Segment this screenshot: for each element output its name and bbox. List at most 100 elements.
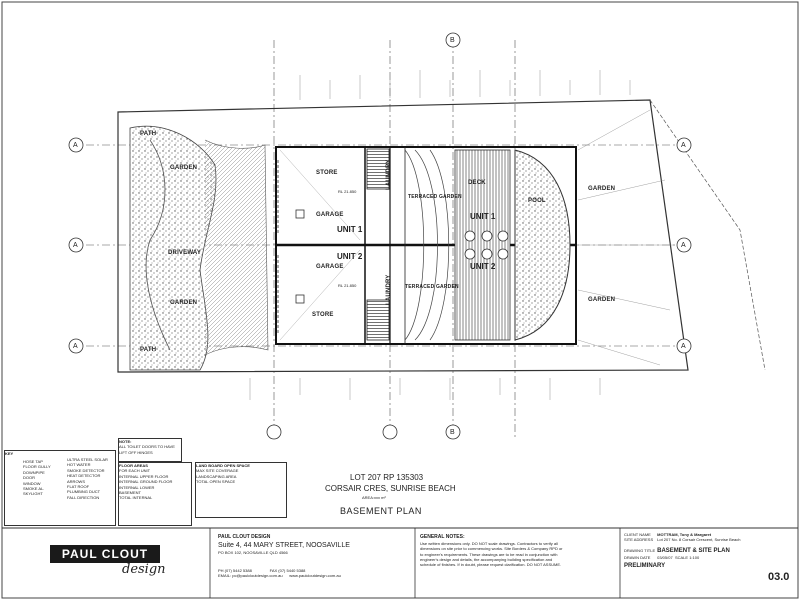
floor-areas-table: FLOOR AREAS FOR EACH UNIT INTERNAL UPPER… bbox=[118, 462, 192, 526]
general-notes-line: engineer's design and details, the accom… bbox=[420, 556, 553, 562]
firm-logo: PAUL CLOUT bbox=[50, 545, 160, 563]
firm-logo-script: design bbox=[122, 562, 166, 577]
key-item: HOT WATER bbox=[67, 462, 91, 468]
room-garage-1: GARAGE bbox=[316, 212, 344, 218]
key-item: HOSE TAP bbox=[23, 459, 43, 464]
floor-area-row: TOTAL INTERNAL bbox=[119, 495, 153, 501]
key-item: DOWNPIPE bbox=[23, 469, 45, 475]
grid-label-a6: A bbox=[681, 343, 686, 350]
driveway-area bbox=[129, 125, 217, 371]
grid-label-a1: A bbox=[73, 142, 78, 149]
general-notes-title: GENERAL NOTES: bbox=[420, 534, 465, 540]
room-garden-left-top: GARDEN bbox=[170, 165, 198, 171]
room-path-top: PATH bbox=[140, 131, 157, 137]
floor-areas-subtitle: FOR EACH UNIT bbox=[119, 468, 151, 474]
stair-bottom bbox=[366, 299, 390, 341]
floor-areas-title: FLOOR AREAS bbox=[119, 463, 148, 468]
room-pool: POOL bbox=[528, 198, 546, 204]
key-item: ULTRA STEEL SOLAR bbox=[67, 457, 108, 462]
floor-area-row: INTERNAL LOWER bbox=[119, 484, 155, 490]
room-garden-right-bottom: GARDEN bbox=[588, 297, 616, 303]
key-item: FLOOR GULLY bbox=[23, 464, 51, 470]
general-notes-line: schedule of finishes. If in doubt, pleas… bbox=[420, 562, 562, 568]
grid-bubbles bbox=[68, 32, 692, 440]
room-laundry-2: LAUNDRY bbox=[386, 274, 392, 305]
firm-title: PAUL CLOUT DESIGN bbox=[218, 534, 271, 540]
key-item: SKYLIGHT bbox=[23, 491, 43, 497]
room-laundry-1: LAUNDRY bbox=[386, 159, 392, 190]
room-rl-1: RL 21.850 bbox=[338, 189, 357, 194]
general-notes-line: to engineer's requirements. These drawin… bbox=[420, 551, 558, 557]
grid-label-b-bottom: B bbox=[450, 429, 455, 436]
room-unit-2: UNIT 2 bbox=[337, 252, 363, 261]
pool bbox=[514, 149, 571, 341]
general-notes-line: dimensions on site prior to commencing w… bbox=[420, 546, 563, 552]
site-label: SITE ADDRESS bbox=[624, 537, 654, 543]
key-item: FLAT ROOF bbox=[67, 483, 90, 489]
room-unit-2-deck: UNIT 2 bbox=[470, 262, 496, 271]
key-item: WINDOW bbox=[23, 480, 41, 486]
grid-label-a4: A bbox=[681, 142, 686, 149]
firm-fax: FAX (07) 5440 5388 bbox=[269, 567, 306, 573]
room-garage-2: GARAGE bbox=[316, 264, 344, 270]
sheet-number: 03.0 bbox=[768, 571, 790, 583]
status-label: PRELIMINARY bbox=[624, 563, 666, 570]
scale-label: SCALE bbox=[674, 554, 689, 560]
room-garden-right-top: GARDEN bbox=[588, 186, 616, 192]
key-item: FALL DIRECTION bbox=[67, 494, 100, 500]
room-store-1: STORE bbox=[316, 170, 338, 176]
land-board-table: LAND BOARD OPEN SPACE MAX SITE COVERAGE … bbox=[195, 462, 287, 518]
note-line-1: ALL TOILET DOORS TO HAVE bbox=[119, 444, 175, 450]
key-legend: KEY HOSE TAP FLOOR GULLY DOWNPIPE DOOR W… bbox=[4, 450, 116, 526]
floor-area-row: BASEMENT bbox=[119, 489, 142, 495]
land-board-row: TOTAL OPEN SPACE bbox=[196, 479, 236, 485]
note-title: NOTE: bbox=[119, 439, 132, 444]
room-store-2: STORE bbox=[312, 312, 334, 318]
firm-phone: PH (07) 5442 5388 bbox=[218, 567, 252, 573]
drawing-label: DRAWING TITLE bbox=[624, 547, 656, 553]
key-item: HEAT DETECTOR bbox=[67, 473, 101, 479]
firm-address-block: PAUL CLOUT DESIGN Suite 4, 44 MARY STREE… bbox=[218, 534, 408, 594]
room-garden-left-bottom: GARDEN bbox=[170, 300, 198, 306]
stair-top bbox=[366, 148, 390, 190]
firm-address: Suite 4, 44 MARY STREET, NOOSAVILLE bbox=[218, 541, 350, 549]
grid-label-b-top: B bbox=[450, 37, 455, 44]
general-notes-line: Use written dimensions only. DO NOT scal… bbox=[420, 540, 558, 546]
key-item: SMOKE AL. bbox=[23, 485, 45, 491]
general-notes: GENERAL NOTES: Use written dimensions on… bbox=[420, 534, 616, 594]
grid-label-a5: A bbox=[681, 242, 686, 249]
firm-po: PO BOX 102, NOOSAVILLE QLD 4566 bbox=[218, 550, 288, 556]
drawing-value: BASEMENT & SITE PLAN bbox=[657, 547, 730, 554]
land-board-row: MAX SITE COVERAGE bbox=[196, 468, 239, 474]
date-value: 03/05/07 bbox=[657, 554, 673, 560]
note-line-2: LIFT OFF HINGES bbox=[119, 449, 153, 455]
contour-lines bbox=[249, 70, 631, 400]
room-driveway: DRIVEWAY bbox=[168, 250, 202, 256]
title-block: CLIENT NAME MOTTRAM, Tony & Margaret SIT… bbox=[624, 532, 796, 596]
firm-web: www.paulcloutdesign.com.au bbox=[289, 572, 341, 578]
site-boundary bbox=[117, 99, 689, 373]
client-value: MOTTRAM, Tony & Margaret bbox=[657, 532, 712, 537]
room-rl-2: RL 21.850 bbox=[338, 283, 357, 288]
key-title: KEY bbox=[5, 451, 14, 456]
scale-value: 1:100 bbox=[689, 554, 700, 560]
lot-title: LOT 207 RP 135303 bbox=[350, 473, 424, 482]
key-item: DOOR bbox=[23, 475, 35, 481]
land-board-title: LAND BOARD OPEN SPACE bbox=[196, 463, 250, 468]
room-unit-1-deck: UNIT 1 bbox=[470, 212, 496, 221]
grid-label-a2: A bbox=[73, 242, 78, 249]
site-value: Lot 207 No. 8 Corsair Crescent, Sunrise … bbox=[657, 537, 741, 543]
plan-title: BASEMENT PLAN bbox=[340, 506, 422, 516]
room-deck: DECK bbox=[468, 180, 486, 186]
room-terraced-garden-2: TERRACED GARDEN bbox=[405, 284, 459, 290]
key-item: SMOKE DETECTOR bbox=[67, 467, 105, 473]
note-box: NOTE: ALL TOILET DOORS TO HAVE LIFT OFF … bbox=[118, 438, 182, 462]
grid-label-a3: A bbox=[73, 343, 78, 350]
client-label: CLIENT NAME bbox=[624, 532, 651, 537]
key-item: PLUMBING DUCT bbox=[67, 489, 101, 495]
room-terraced-garden-1: TERRACED GARDEN bbox=[408, 194, 462, 200]
room-path-bottom: PATH bbox=[140, 347, 157, 353]
room-unit-1: UNIT 1 bbox=[337, 225, 363, 234]
